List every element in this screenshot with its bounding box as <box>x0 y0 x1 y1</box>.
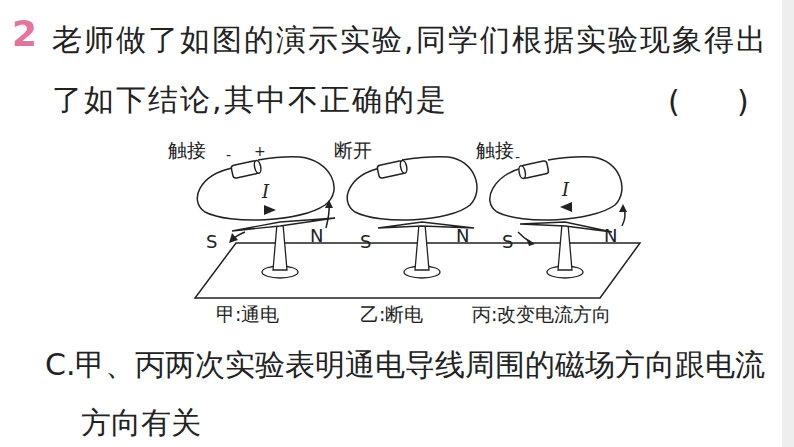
answer-blank: ( ) <box>668 72 749 132</box>
action-label: 触接 <box>476 140 514 161</box>
pole-label: S <box>360 232 371 252</box>
battery <box>231 160 262 179</box>
pole-label: N <box>310 226 323 246</box>
battery <box>518 160 549 179</box>
battery-pole: - <box>515 150 520 165</box>
battery-pole: - <box>226 148 231 163</box>
option-text: C.甲、丙两次实验表明通电导线周围的磁场方向跟电流方向有关 <box>45 336 781 447</box>
figure-caption: 乙:断电 <box>360 304 423 325</box>
arrow-head <box>619 204 627 212</box>
stand-pole <box>273 224 287 270</box>
arrow-head <box>325 200 333 208</box>
current-label: I <box>562 180 569 200</box>
battery-pole: + <box>254 144 266 159</box>
question-number: 2 <box>12 14 37 54</box>
figure-caption: 丙:改变电流方向 <box>472 304 611 325</box>
current-label: I <box>262 182 269 202</box>
stand-pole <box>415 224 429 270</box>
arrow-head <box>526 238 535 246</box>
pole-label: S <box>206 232 217 252</box>
current-arrow <box>264 205 276 215</box>
battery <box>377 160 408 179</box>
pole-label: S <box>502 232 513 252</box>
arrow-head <box>229 233 238 243</box>
action-label: 断开 <box>334 140 372 161</box>
stand-pole <box>558 224 572 270</box>
pole-label: N <box>456 226 469 246</box>
wire-loop <box>197 157 334 220</box>
page-edge <box>782 0 794 447</box>
wire-loop <box>490 157 622 220</box>
pole-label: N <box>604 226 617 246</box>
action-label: 触接 <box>168 140 206 161</box>
compass-needle <box>520 222 612 232</box>
figure-caption: 甲:通电 <box>216 304 279 325</box>
wire-loop <box>347 157 477 220</box>
current-arrow <box>560 202 572 212</box>
